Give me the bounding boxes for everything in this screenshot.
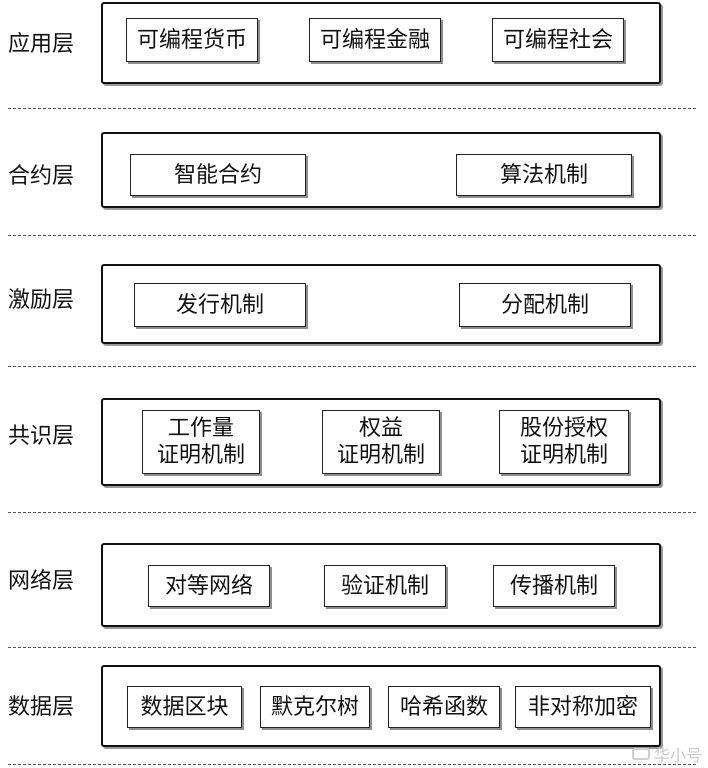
layer-label-incentive: 激励层	[8, 288, 75, 313]
box-proof-of-work: 工作量证明机制	[142, 410, 260, 474]
layer-label-consensus: 共识层	[8, 424, 75, 449]
box-distribution-mechanism: 分配机制	[459, 283, 631, 327]
box-label-line2: 证明机制	[156, 443, 245, 468]
box-asymmetric-encryption: 非对称加密	[515, 686, 651, 728]
box-hash-function: 哈希函数	[388, 686, 500, 728]
box-programmable-society: 可编程社会	[492, 18, 624, 62]
box-label: 发行机制	[175, 292, 264, 318]
box-verification-mechanism: 验证机制	[324, 565, 446, 607]
box-programmable-currency: 可编程货币	[126, 18, 258, 62]
box-proof-of-stake: 权益证明机制	[322, 410, 440, 474]
layer-label-contract: 合约层	[8, 164, 75, 189]
watermark: 华小号	[631, 742, 702, 766]
box-label: 非对称加密	[527, 694, 638, 720]
box-smart-contract: 智能合约	[130, 154, 306, 196]
box-label: 默克尔树	[270, 694, 359, 720]
layer-divider	[8, 108, 696, 109]
layer-divider	[8, 366, 696, 367]
box-label: 哈希函数	[399, 694, 488, 720]
layer-divider	[8, 647, 696, 648]
chat-bubble-icon	[631, 748, 650, 760]
box-label-line1: 股份授权	[519, 416, 608, 441]
layer-label-data: 数据层	[8, 695, 75, 720]
watermark-text: 华小号	[653, 746, 702, 765]
box-algorithm-mechanism: 算法机制	[456, 154, 632, 196]
box-label: 分配机制	[500, 292, 589, 318]
layer-divider	[8, 764, 696, 765]
box-label: 可编程金融	[319, 27, 430, 53]
box-propagation-mechanism: 传播机制	[493, 565, 615, 607]
box-label: 数据区块	[140, 694, 229, 720]
box-merkle-tree: 默克尔树	[260, 686, 370, 728]
box-issuance-mechanism: 发行机制	[134, 283, 306, 327]
box-label: 智能合约	[173, 162, 262, 188]
box-delegated-proof-of-stake: 股份授权证明机制	[499, 410, 629, 474]
box-data-block: 数据区块	[127, 686, 242, 728]
box-peer-to-peer-network: 对等网络	[148, 565, 270, 607]
box-label: 算法机制	[499, 162, 588, 188]
box-label: 传播机制	[509, 573, 598, 599]
box-label: 对等网络	[164, 573, 253, 599]
box-programmable-finance: 可编程金融	[309, 18, 441, 62]
box-label-line1: 权益	[358, 416, 403, 441]
box-label-line2: 证明机制	[519, 443, 608, 468]
layer-divider	[8, 512, 696, 513]
layer-label-network: 网络层	[8, 569, 75, 594]
box-label-line2: 证明机制	[336, 443, 425, 468]
box-label: 可编程社会	[502, 27, 613, 53]
layer-divider	[8, 235, 696, 236]
box-label: 验证机制	[340, 573, 429, 599]
box-label: 可编程货币	[136, 27, 247, 53]
layer-label-application: 应用层	[8, 32, 75, 57]
box-label-line1: 工作量	[167, 416, 234, 441]
